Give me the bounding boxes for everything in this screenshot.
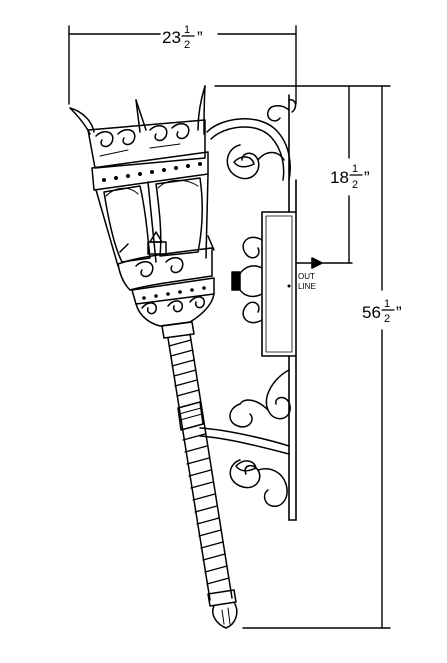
handle-edge-left	[167, 337, 211, 601]
twisted-handle	[161, 321, 238, 629]
crown-scroll-2	[117, 129, 136, 146]
width-fraction-num: 1	[184, 24, 190, 36]
crown-spike-center	[135, 99, 141, 133]
upper-arm-curve	[206, 118, 291, 181]
width-whole: 23	[162, 28, 181, 47]
bowl-scroll-3	[189, 296, 205, 309]
upper-arm-swirl-tail	[257, 151, 285, 161]
ring-leaf-tips	[119, 235, 215, 253]
glass-arch-left	[105, 187, 139, 197]
ring-scroll-1	[135, 261, 154, 278]
crown-scroll-1	[95, 131, 114, 148]
top-curl	[267, 105, 290, 122]
frame-right	[205, 173, 209, 259]
lower-arm-link	[239, 399, 269, 411]
handle-twist-lower	[182, 433, 230, 585]
bowl-scroll-1	[141, 302, 157, 315]
height-fraction-den: 2	[384, 313, 390, 325]
height-whole: 56	[362, 303, 381, 322]
width-dimension	[68, 25, 297, 105]
handle-twist-upper	[168, 339, 200, 397]
upper-scroll-arm	[206, 99, 297, 181]
upper-arm-swirl	[226, 144, 260, 180]
bowl-scroll-2	[167, 300, 183, 313]
mid-scroll-bottom	[242, 301, 263, 324]
crown-spike-right	[197, 85, 206, 131]
crown-band-details	[99, 143, 181, 157]
wall-backplate	[261, 94, 297, 521]
glass-arch-right	[157, 179, 199, 189]
ring-scroll-2	[165, 257, 184, 274]
upper-collar-dots	[102, 162, 202, 182]
lower-arm-tail-tip	[263, 489, 273, 507]
handle-top-collar	[161, 321, 195, 339]
outlet-height-label: 18 1 2 ”	[330, 163, 370, 191]
lower-arm-bottom-swirl	[229, 459, 261, 489]
outlet-label-line1: OUT	[298, 272, 315, 281]
upper-arm-leaf	[233, 156, 255, 168]
handle-mid-band	[177, 401, 204, 431]
glass-panel-left	[103, 185, 151, 263]
middle-scrolls	[231, 236, 263, 324]
mid-scroll-center	[237, 265, 263, 298]
lower-arm-left-swirl	[229, 403, 253, 428]
outlet-label-line2: LINE	[298, 282, 316, 291]
crown-scroll-4	[171, 123, 190, 140]
lower-band-dots	[142, 286, 206, 300]
upper-collar	[91, 151, 209, 191]
crown-spike-right-inner	[203, 85, 206, 135]
width-unit: ”	[197, 28, 203, 47]
glass-panel-right	[155, 177, 203, 257]
handle-mid-band-lines	[178, 407, 203, 421]
backplate-screw	[287, 284, 291, 288]
outlet-height-dimension	[322, 85, 353, 264]
lower-ring-left-edge	[117, 263, 131, 291]
overall-height-dimension	[214, 85, 391, 629]
backplate-inner	[265, 215, 293, 353]
height-unit: ”	[396, 303, 402, 322]
height-fraction-num: 1	[384, 298, 390, 310]
finial-ribs	[221, 607, 231, 625]
frame-left	[95, 189, 119, 267]
lantern-head	[69, 85, 215, 327]
outlet-label: OUT LINE	[298, 272, 316, 291]
lower-ring-top	[117, 247, 213, 265]
crown-scroll-3	[149, 125, 168, 142]
width-dimension-label: 23 1 2 ”	[162, 24, 203, 51]
top-curl-tip	[288, 99, 297, 113]
outlet-fraction-num: 1	[352, 163, 358, 175]
outlet-unit: ”	[364, 168, 370, 187]
lower-arm-tail-curl	[257, 468, 288, 507]
socket	[147, 241, 167, 255]
lower-arm-leaf	[235, 460, 257, 472]
overall-height-label: 56 1 2 ”	[362, 298, 402, 325]
backplate-box	[261, 211, 297, 357]
outlet-arrow	[295, 257, 323, 269]
handle-finial	[212, 601, 238, 629]
upper-arm-curve-inner	[210, 126, 285, 181]
handle-bottom-collar	[207, 589, 237, 607]
lower-arm-upper-swirl	[265, 369, 291, 420]
mid-collar	[231, 271, 241, 291]
crown-band	[87, 119, 206, 169]
lower-scroll-arm	[199, 369, 291, 507]
lower-arm-bar-inner	[199, 435, 290, 455]
outlet-fraction-den: 2	[352, 179, 358, 191]
lower-arm-bar	[199, 427, 290, 447]
width-fraction-den: 2	[184, 39, 190, 51]
outlet-whole: 18	[330, 168, 349, 187]
mid-scroll-top	[242, 236, 263, 259]
frame-center	[147, 181, 157, 263]
outlet-arrow-head	[311, 257, 323, 269]
lower-ring-bottom	[129, 275, 213, 291]
